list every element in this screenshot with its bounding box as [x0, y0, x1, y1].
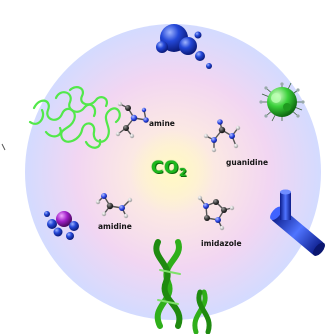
polymer-chain-icon	[28, 86, 121, 149]
blue-tube-icon	[270, 189, 325, 256]
blue-sphere-cluster-icon	[156, 24, 212, 69]
label-amine: amine	[149, 119, 175, 128]
amidine-molecule-icon	[95, 193, 133, 219]
green-double-helix-icon	[153, 239, 212, 334]
center-glow	[130, 130, 214, 214]
imidazole-molecule-icon	[197, 195, 235, 231]
guanidine-molecule-icon	[203, 119, 241, 153]
label-imidazole: imidazole	[201, 239, 242, 248]
label-amidine: amidine	[98, 222, 132, 231]
edge-tick	[1, 143, 6, 151]
green-nanoparticle-icon	[259, 82, 305, 122]
co2-subscript: 2	[178, 166, 188, 179]
co2-main: CO	[151, 158, 179, 178]
amine-molecule-icon	[115, 101, 149, 139]
label-guanidine: guanidine	[226, 158, 269, 167]
co2-formula: CO2	[151, 158, 187, 179]
blue-purple-sphere-icon	[44, 211, 79, 240]
